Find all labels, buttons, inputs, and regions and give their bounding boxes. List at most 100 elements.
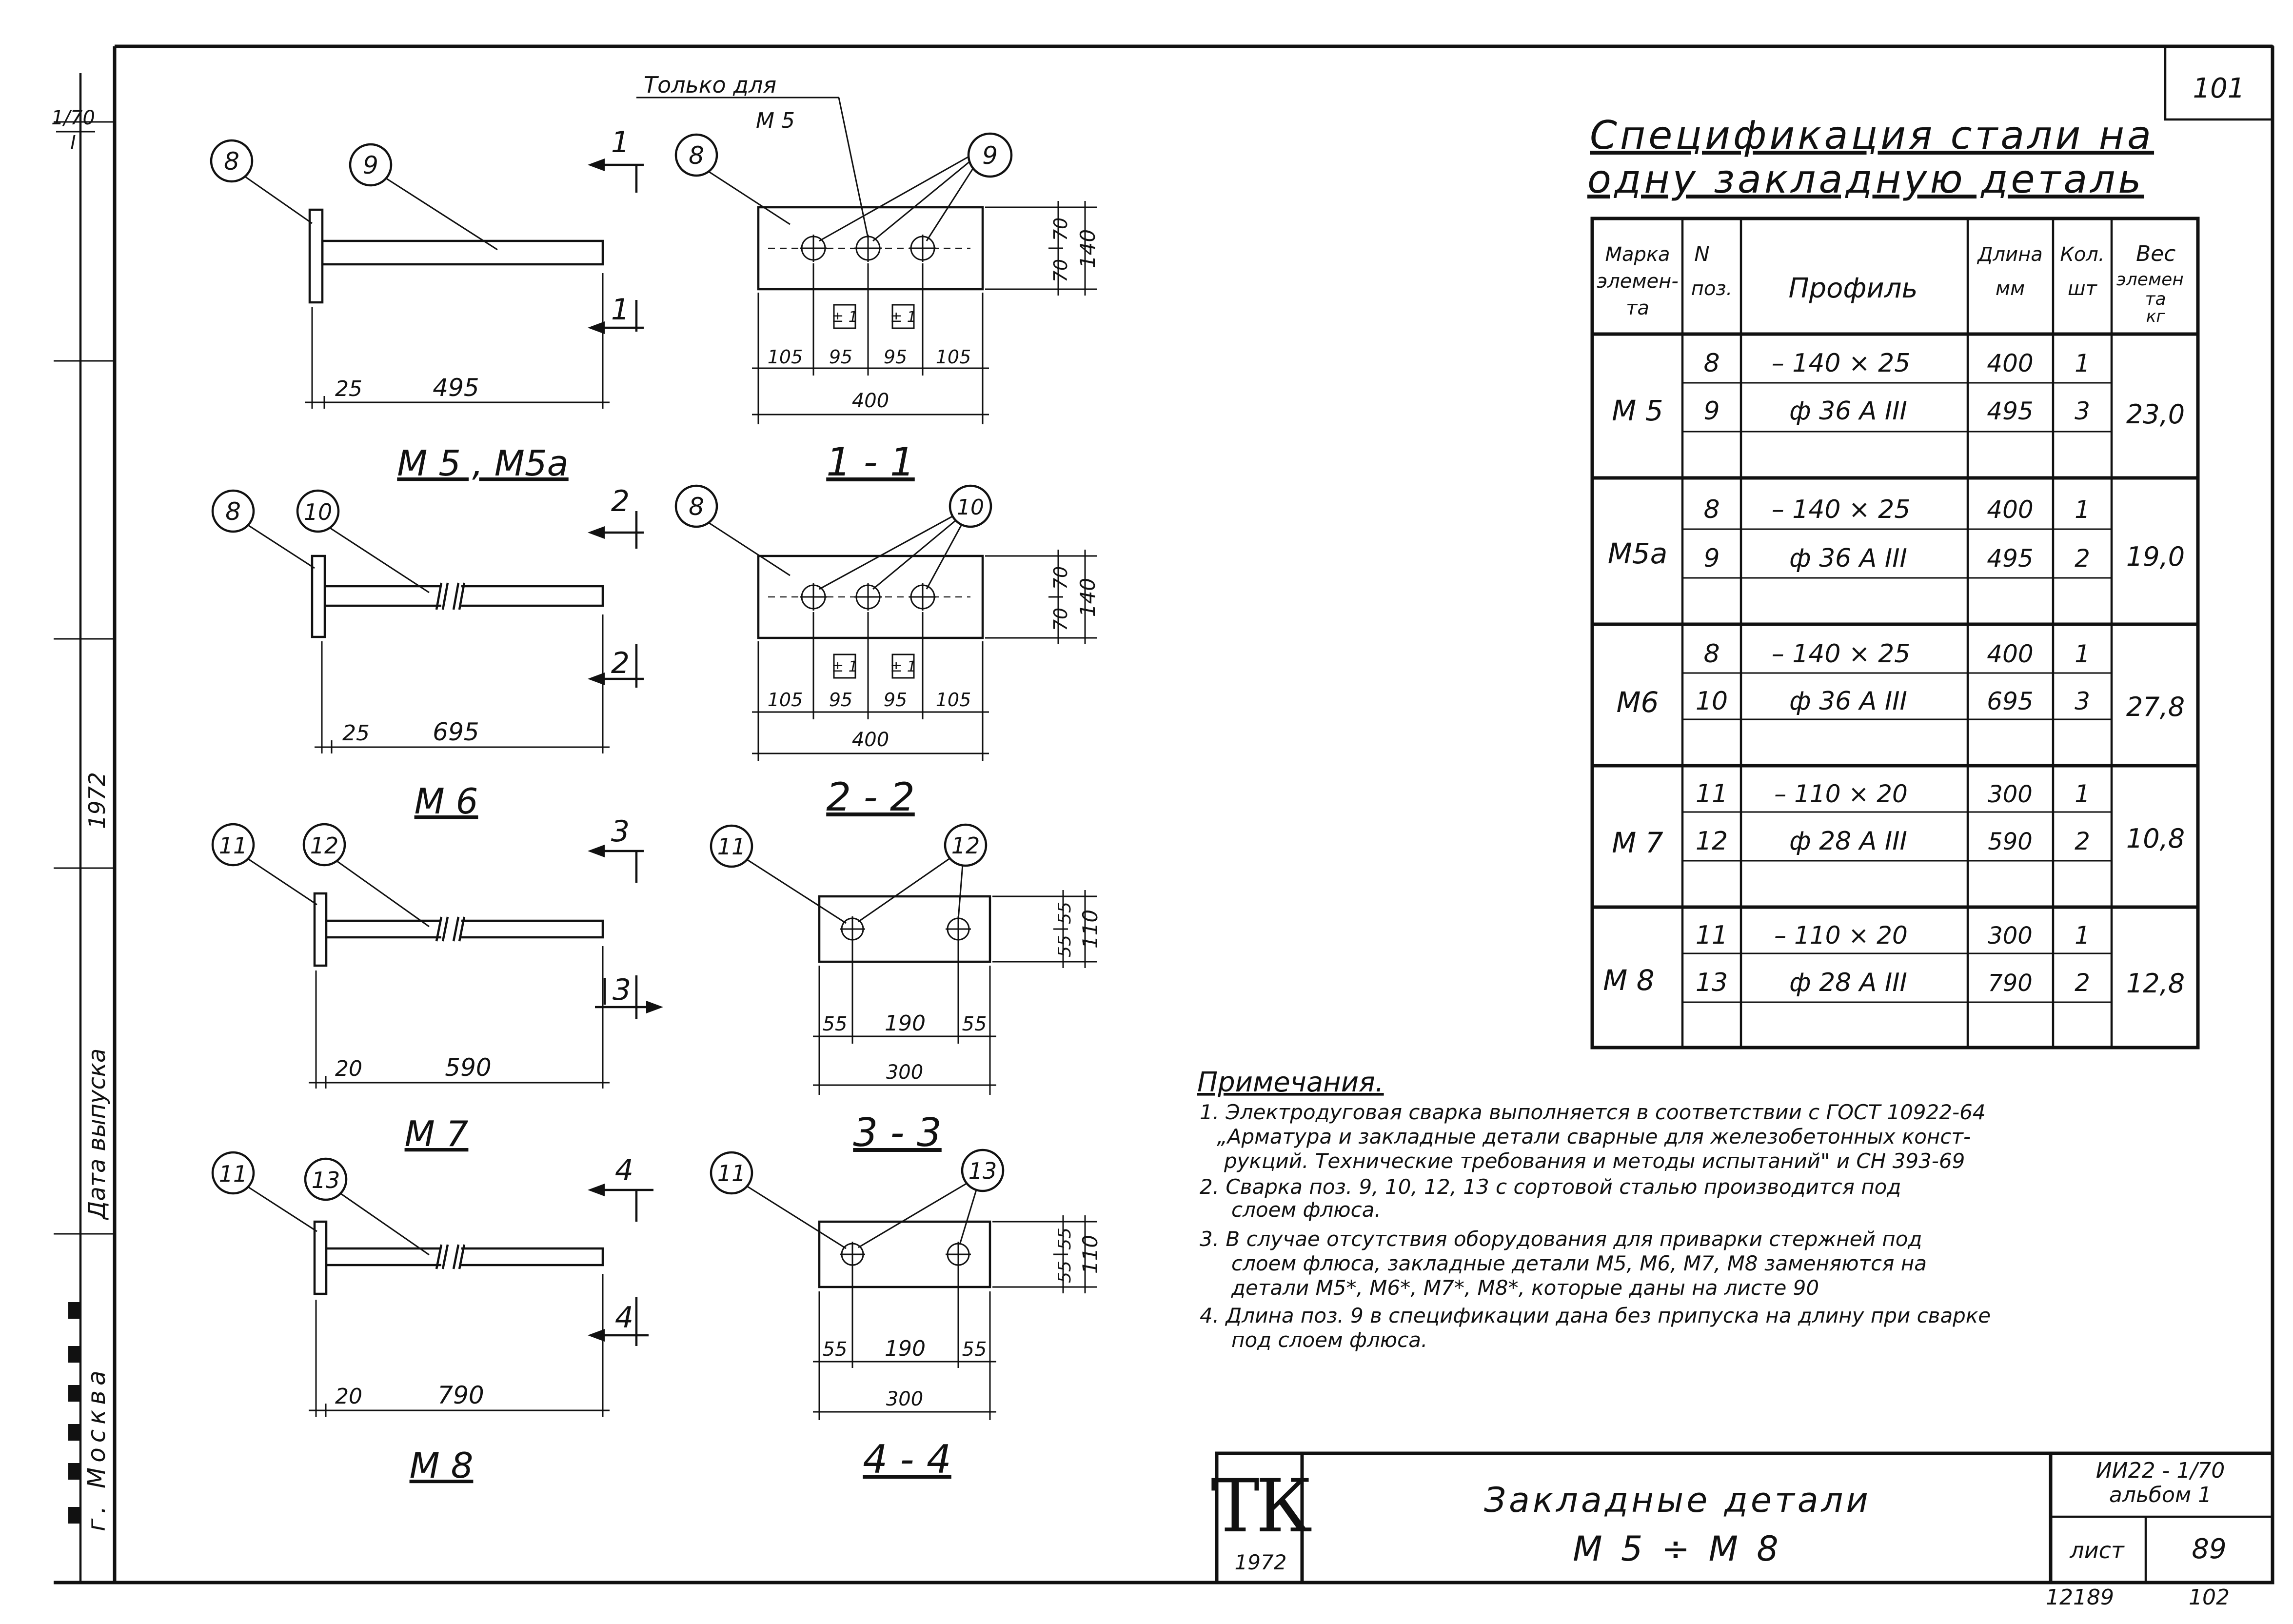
callout-circle (304, 1157, 348, 1201)
plan-dim: 55 (823, 1013, 848, 1035)
plate-pos-callout: 8 (225, 497, 241, 526)
tk-logo-year: 1972 (1235, 1550, 1287, 1574)
height-dim: 70 (1050, 259, 1071, 282)
spec-header-mark: та (1626, 297, 1649, 319)
callout-circle (302, 823, 346, 867)
m8-side-view (211, 1151, 653, 1417)
plate-pos-callout: 11 (219, 832, 248, 859)
notes-title: Примечания. (1197, 1067, 1384, 1098)
stud-weld (946, 916, 971, 942)
section-mark: 4 (615, 1153, 633, 1188)
plate-pos-callout: 11 (717, 1160, 746, 1187)
section-mark: 1 (611, 293, 630, 327)
spec-length-cell: 790 (1988, 970, 2033, 997)
callout-circle (211, 1151, 255, 1195)
height-total: 110 (1078, 910, 1102, 949)
section-mark: 2 (611, 646, 630, 680)
spec-length-cell: 590 (1988, 828, 2033, 855)
bar-pos-callout: 9 (363, 151, 378, 179)
spec-profile-cell: ф 36 А ІІІ (1789, 687, 1907, 716)
m6-plan-view (674, 484, 1097, 761)
plan-dim: 95 (829, 346, 852, 368)
spec-profile-cell: – 140 × 25 (1772, 495, 1911, 524)
side-dim: 495 (433, 374, 479, 402)
side-dim: 695 (433, 718, 479, 746)
spec-profile-cell: ф 28 А ІІІ (1789, 827, 1907, 856)
stud-weld (840, 1242, 865, 1267)
spec-length-cell: 695 (1987, 687, 2033, 715)
callout-circle (710, 1151, 753, 1195)
spec-pos-cell: 9 (1703, 396, 1720, 426)
detail-caption: М 8 (410, 1445, 474, 1486)
m7-plan-view (710, 823, 1097, 1095)
m6-side-view (211, 489, 644, 753)
plan-total: 400 (852, 729, 889, 751)
side-dim: 790 (437, 1381, 484, 1409)
spec-header-weight: Вес (2136, 241, 2175, 266)
m7-side-view (211, 823, 663, 1089)
margin-marks (68, 1302, 80, 1524)
note-line: под слоем флюса. (1231, 1328, 1427, 1352)
plan-dim: 95 (884, 346, 907, 368)
spec-header-pos: поз. (1691, 277, 1733, 300)
spec-header-profile: Профиль (1789, 273, 1918, 304)
spec-pos-cell: 10 (1696, 687, 1728, 716)
top-right-number: 101 (2193, 73, 2245, 104)
stud-weld (854, 583, 882, 611)
plan-dim: 105 (768, 346, 803, 368)
side-dim: 590 (445, 1053, 491, 1082)
series-code-margin: 1/70 (51, 107, 95, 129)
margin-release-date: Дата выпуска (83, 1049, 111, 1220)
plan-dim: 190 (885, 1336, 926, 1361)
side-dim: 20 (335, 1056, 362, 1081)
spec-profile-cell: ф 36 А ІІІ (1789, 396, 1907, 426)
callout-circle (296, 489, 340, 533)
side-dim: 20 (335, 1384, 362, 1409)
spec-header-mark: элемен- (1597, 270, 1679, 293)
spec-pos-cell: 8 (1703, 639, 1720, 669)
spec-header-weight: элемен (2116, 270, 2184, 290)
section-caption: 2 - 2 (826, 774, 915, 820)
spec-header-length: мм (1996, 277, 2025, 300)
spec-pos-cell: 11 (1696, 779, 1728, 809)
callout-circle (944, 823, 988, 867)
callout-circle (967, 132, 1013, 178)
plan-dim: 105 (768, 689, 803, 711)
drawing-subtitle: М 5 ÷ М 8 (1573, 1529, 1782, 1569)
album-label: альбом 1 (2109, 1483, 2212, 1507)
height-total: 140 (1076, 229, 1100, 268)
spec-length-cell: 400 (1987, 349, 2033, 377)
section-mark: 2 (611, 484, 630, 518)
spec-length-cell: 495 (1987, 397, 2033, 425)
stud-weld (854, 235, 882, 262)
spec-weight-cell: 12,8 (2126, 968, 2185, 999)
stud-weld (946, 1242, 971, 1267)
sheet-frame (54, 44, 2274, 1584)
spec-profile-cell: – 140 × 25 (1772, 349, 1911, 378)
plan-total: 300 (886, 1061, 923, 1084)
spec-pos-cell: 8 (1703, 349, 1720, 378)
series-sub-margin: I (70, 132, 76, 153)
section-mark: 1 (611, 125, 630, 159)
plan-dim: 55 (962, 1013, 987, 1035)
spec-qty-cell: 3 (2075, 397, 2090, 425)
spec-weight-cell: 19,0 (2126, 541, 2185, 572)
plan-dim: 190 (885, 1011, 926, 1036)
bar-pos-callout: 13 (312, 1167, 340, 1193)
spec-pos-cell: 12 (1696, 827, 1728, 856)
spec-profile-cell: – 110 × 20 (1774, 921, 1908, 950)
tk-logo: ТК (1211, 1464, 1312, 1549)
stud-weld (800, 583, 827, 611)
section-mark: 3 (611, 814, 630, 849)
plan-dim: 95 (884, 689, 907, 711)
spec-mark-cell: М5а (1608, 537, 1668, 570)
weld-tag: ± 1 (831, 309, 858, 326)
side-dim: 25 (342, 721, 370, 746)
section-mark: 3 (613, 973, 631, 1007)
height-dim: 55 (1055, 1261, 1075, 1283)
plate-pos-callout: 8 (689, 141, 704, 170)
section-caption: 1 - 1 (826, 439, 915, 485)
spec-length-cell: 400 (1987, 640, 2033, 668)
spec-profile-cell: ф 28 А ІІІ (1789, 968, 1907, 997)
margin-year: 1972 (84, 772, 110, 829)
